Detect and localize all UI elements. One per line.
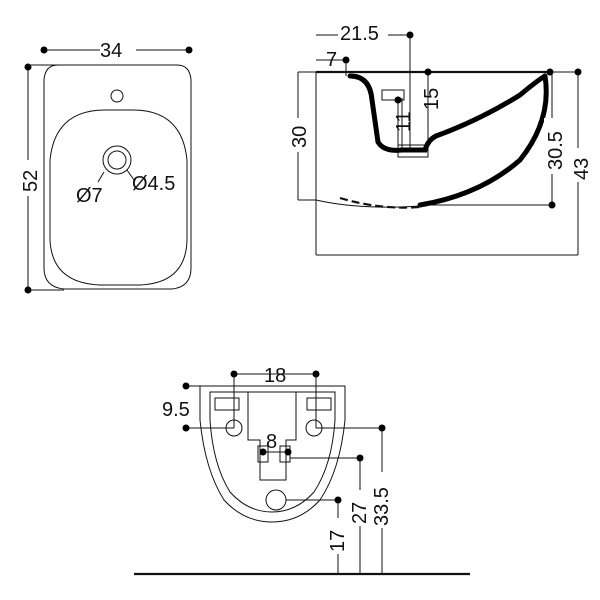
dim-width: 34 xyxy=(100,40,122,62)
back-view-outline xyxy=(199,385,346,523)
tap-hole xyxy=(110,89,124,103)
dim-rim-inset: 7 xyxy=(326,49,337,71)
dim-fixing-height: 9.5 xyxy=(162,399,190,421)
dim-drain-outer: Ø7 xyxy=(76,185,103,207)
dim-27: 27 xyxy=(349,502,371,524)
dim-tap-depth: 21.5 xyxy=(340,23,379,45)
side-view xyxy=(297,31,582,256)
back-drain xyxy=(265,489,287,511)
drain-outer xyxy=(102,145,132,175)
bowl-profile xyxy=(347,73,548,153)
dim-inlet-spacing: 8 xyxy=(266,431,277,453)
dim-fixing-spacing: 18 xyxy=(264,365,286,387)
dim-depth: 52 xyxy=(20,170,42,192)
dim-drain-inner: Ø4.5 xyxy=(132,173,175,195)
top-view-bowl xyxy=(49,109,188,286)
drain-inner xyxy=(107,150,127,170)
top-view-outline xyxy=(43,64,192,290)
dim-height-43: 43 xyxy=(571,158,593,180)
dim-15: 15 xyxy=(421,88,443,110)
dim-33-5: 33.5 xyxy=(371,487,393,526)
dim-height-30: 30 xyxy=(289,126,311,148)
top-view xyxy=(24,46,193,294)
back-view xyxy=(134,370,470,576)
dim-17: 17 xyxy=(327,530,349,552)
dim-height-30-5: 30.5 xyxy=(545,131,567,170)
dim-11: 11 xyxy=(393,111,415,132)
